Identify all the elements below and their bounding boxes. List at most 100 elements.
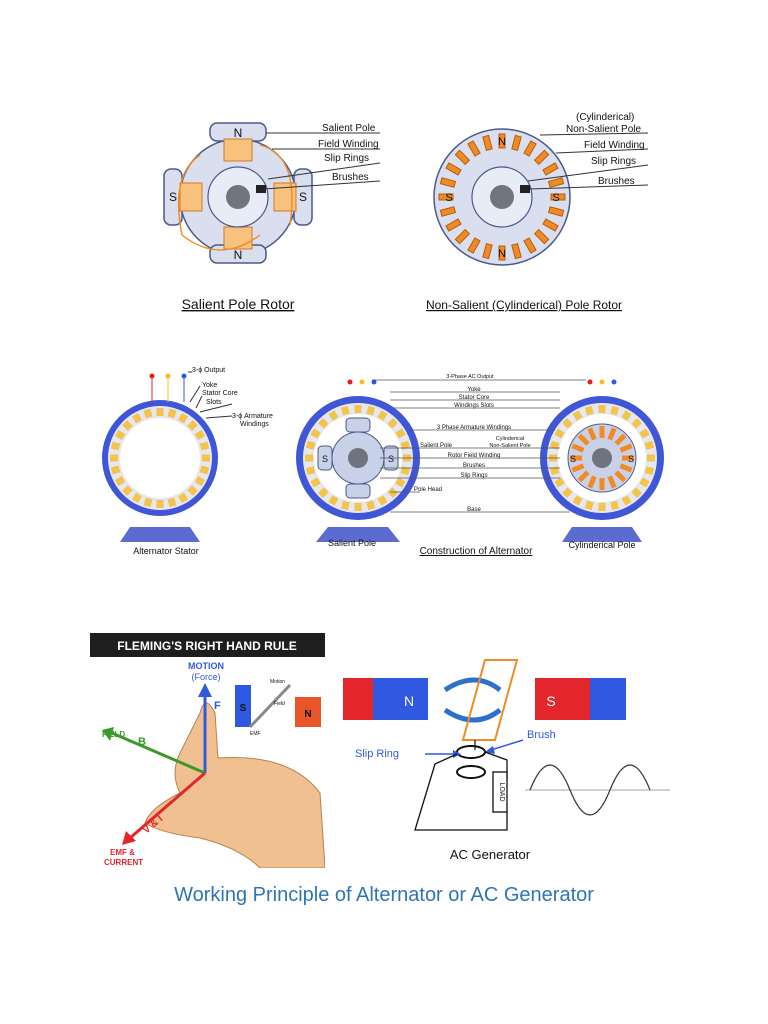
rotor-diagram: N S S N Salient Pole Field Winding Slip … bbox=[163, 112, 649, 312]
stator-slot bbox=[366, 405, 376, 416]
stator-slot bbox=[554, 477, 565, 488]
rotor-slot bbox=[577, 470, 590, 483]
rotor-slot bbox=[482, 134, 493, 152]
stator-slot bbox=[199, 441, 210, 451]
page-caption: Working Principle of Alternator or AC Ge… bbox=[174, 884, 594, 906]
ac-generator-title: AC Generator bbox=[450, 847, 531, 862]
rotor-slot bbox=[571, 443, 585, 453]
stator-slot bbox=[644, 440, 655, 450]
stator-slot bbox=[143, 408, 153, 419]
stator-slot bbox=[318, 418, 329, 429]
fleming-current: CURRENT bbox=[104, 858, 143, 867]
stator-slot bbox=[621, 495, 632, 506]
stator-slot bbox=[387, 418, 398, 429]
rotor-slot bbox=[587, 475, 597, 489]
stator-slot bbox=[310, 428, 321, 439]
brush-label: Brush bbox=[527, 729, 556, 741]
stator-slot bbox=[610, 500, 620, 511]
stator-slot bbox=[340, 405, 350, 416]
stator-slot bbox=[639, 477, 650, 488]
stator-slot bbox=[305, 440, 316, 450]
rotor-slot bbox=[547, 177, 565, 188]
label-base: Base bbox=[467, 507, 481, 513]
stator-slot bbox=[110, 454, 118, 462]
stator-slot bbox=[354, 405, 362, 413]
rotor-slot bbox=[439, 177, 457, 188]
rotor-slot bbox=[467, 237, 481, 254]
stator-caption: Alternator Stator bbox=[133, 546, 199, 556]
slip-ring-label: Slip Ring bbox=[355, 748, 399, 760]
pole-s-left: S bbox=[169, 190, 177, 204]
stator-slot bbox=[199, 465, 210, 475]
alternator-stator: 3-ϕ Output Yoke Stator Core Slots 3-ϕ Ar… bbox=[102, 367, 273, 556]
construction-labels: 3-Phase AC Output Yoke Stator Core Windi… bbox=[372, 374, 586, 557]
pole-s-right: S bbox=[299, 190, 307, 204]
rotor-slot bbox=[614, 433, 627, 446]
stator-slot bbox=[621, 410, 632, 421]
rotor-slot bbox=[482, 242, 493, 260]
rotor-slot bbox=[523, 237, 537, 254]
stator-slot bbox=[572, 410, 583, 421]
stator-slot bbox=[644, 466, 655, 476]
stator-slot bbox=[143, 497, 153, 508]
stator-slot bbox=[562, 487, 573, 498]
stator-slot bbox=[610, 405, 620, 416]
cyl-pole-s-right: S bbox=[552, 192, 559, 204]
stator-slot bbox=[122, 420, 133, 431]
rotor-slot bbox=[599, 478, 605, 490]
cylindrical-pole-machine: S S Cylinderical Pole bbox=[540, 379, 664, 550]
stator-label-core: Stator Core bbox=[202, 390, 238, 397]
inset-emf: EMF bbox=[250, 731, 261, 737]
label-cylinderical: (Cylinderical) bbox=[576, 112, 634, 123]
inset-n: N bbox=[304, 709, 311, 720]
label-slip-rings: Slip Rings bbox=[324, 153, 369, 164]
stator-slot bbox=[110, 465, 121, 475]
stator-slot bbox=[305, 466, 316, 476]
rotor-slot bbox=[438, 193, 454, 201]
rotor-slot bbox=[498, 245, 506, 261]
stator-slot bbox=[366, 500, 376, 511]
rotor-slot bbox=[550, 193, 566, 201]
stator-slot bbox=[400, 466, 411, 476]
rotor-slot bbox=[577, 433, 590, 446]
stator-slot bbox=[167, 497, 177, 508]
rotor-slot bbox=[533, 228, 550, 245]
rotor-slot bbox=[622, 455, 634, 461]
inset-s: S bbox=[240, 703, 247, 714]
stator-slot bbox=[187, 485, 198, 496]
label-salient-pole: Salient Pole bbox=[322, 123, 376, 134]
rotor-slot bbox=[498, 133, 506, 149]
fleming-f: F bbox=[214, 700, 221, 712]
rotor-slot bbox=[445, 162, 462, 176]
rotor-slot bbox=[454, 149, 471, 166]
rotor-slot bbox=[511, 134, 522, 152]
salient-rotor-title: Salient Pole Rotor bbox=[182, 296, 295, 312]
stator-slot bbox=[114, 429, 126, 441]
stator-slot bbox=[156, 408, 164, 416]
stator-slot bbox=[639, 428, 650, 439]
label-non-salient-pole: Non-Salient Pole bbox=[566, 124, 641, 135]
salient-pole-machine: S S Salient Pole bbox=[296, 379, 420, 548]
rotor-slot bbox=[542, 218, 559, 232]
ac-generator: N S Slip Ring Brush LOAD AC Generator bbox=[343, 659, 670, 862]
label-brushes: Brushes bbox=[463, 463, 485, 469]
label-brushes: Brushes bbox=[332, 172, 369, 183]
stator-slot bbox=[156, 500, 164, 508]
fleming-force: (Force) bbox=[192, 672, 221, 682]
stator-slot bbox=[549, 466, 560, 476]
stator-slot bbox=[194, 429, 206, 441]
stator-slot bbox=[562, 418, 573, 429]
stator-slot bbox=[387, 487, 398, 498]
stator-slot bbox=[554, 428, 565, 439]
stator-slot bbox=[598, 503, 606, 511]
magnet-n-label: N bbox=[404, 693, 414, 709]
stator-slot bbox=[318, 487, 329, 498]
cylindrical-rotor-title: Non-Salient (Cylinderical) Pole Rotor bbox=[426, 298, 622, 312]
rotor-slot bbox=[547, 206, 565, 217]
stator-slot bbox=[395, 477, 406, 488]
fleming-field: FIELD bbox=[102, 730, 125, 739]
stator-slot bbox=[584, 500, 594, 511]
load-label: LOAD bbox=[498, 782, 505, 801]
stator-slot bbox=[131, 492, 143, 504]
stator-slot bbox=[177, 492, 189, 504]
